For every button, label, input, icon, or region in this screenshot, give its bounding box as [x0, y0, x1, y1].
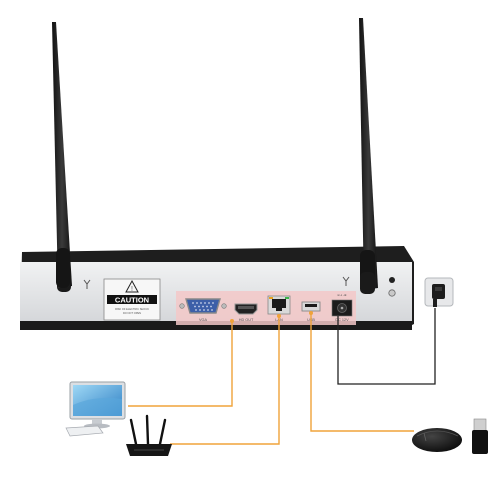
caution-heading: CAUTION: [115, 296, 149, 305]
dc-power-port: ⊖-◐-⊕ DC 12V: [331, 293, 353, 322]
screw: [389, 277, 395, 283]
antenna-left: [52, 22, 72, 292]
wifi-icon: [342, 276, 350, 286]
vga-port: VGA: [179, 298, 227, 322]
svg-text:⊖-◐-⊕: ⊖-◐-⊕: [337, 293, 347, 297]
nvr-device: ! CAUTION RISK OF ELECTRIC SHOCK DO NOT …: [20, 18, 414, 330]
cable-usb-mouse: [310, 313, 414, 432]
cable-lan-router: [170, 316, 280, 445]
caution-line-1: RISK OF ELECTRIC SHOCK: [115, 307, 149, 311]
monitor-icon: [65, 381, 126, 437]
usb-dongle-icon: [472, 418, 488, 454]
dc-power-port-label: DC 12V: [335, 318, 349, 322]
caution-line-2: DO NOT OPEN: [123, 311, 141, 315]
antenna-icon: [360, 272, 375, 294]
ground-terminal: [388, 289, 396, 297]
hdmi-port: HD OUT: [234, 303, 258, 322]
cable-vga-monitor: [128, 321, 233, 407]
keyboard: [65, 425, 104, 437]
caution-warning-symbol: !: [131, 286, 133, 293]
mouse-icon: [412, 428, 462, 452]
caution-label: ! CAUTION RISK OF ELECTRIC SHOCK DO NOT …: [103, 278, 161, 321]
antenna-right: [359, 18, 378, 294]
vga-port-label: VGA: [199, 318, 207, 322]
cables: [128, 308, 436, 445]
wifi-icon: [83, 279, 91, 289]
power-adapter-icon: [424, 277, 454, 307]
cable-power-adapter: [337, 308, 436, 385]
hdmi-port-label: HD OUT: [239, 318, 254, 322]
router-icon: [126, 414, 172, 456]
nvr-bottom-edge: [20, 321, 412, 330]
